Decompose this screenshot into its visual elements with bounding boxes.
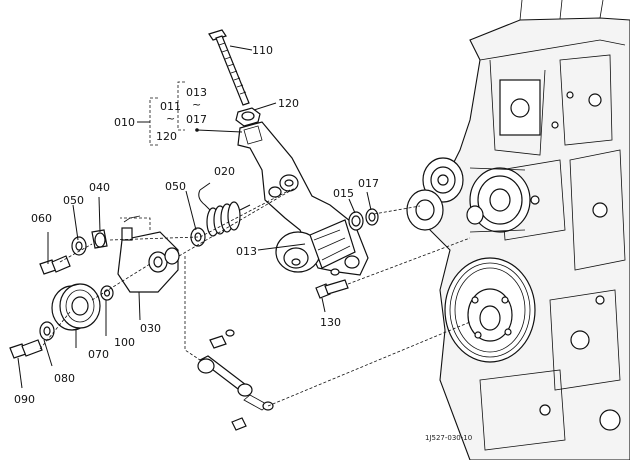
callout-020: 020	[214, 165, 235, 178]
callout-013: 013	[236, 245, 257, 258]
callout-013-range-start: 013	[186, 86, 207, 99]
engine-upper-pulleys	[406, 157, 531, 233]
washer-080	[39, 321, 55, 341]
callout-015: 015	[333, 187, 354, 200]
callout-070: 070	[88, 348, 109, 361]
range-tilde: ~	[166, 112, 175, 125]
callout-050: 050	[165, 180, 186, 193]
bolt-110	[208, 29, 250, 106]
callout-010: 010	[114, 116, 135, 129]
assembly-brackets	[137, 81, 243, 146]
gasket-015	[348, 211, 364, 231]
leader-lines	[17, 45, 471, 407]
callout-017-range-end: 017	[186, 113, 207, 126]
callout-120: 120	[278, 97, 299, 110]
callout-030: 030	[140, 322, 161, 335]
leader-dot	[195, 128, 199, 132]
drawing-code: 1J527-030-10	[425, 434, 472, 442]
washer-050-left	[71, 236, 87, 256]
callout-130: 130	[320, 316, 341, 329]
washer-100	[100, 285, 114, 301]
callout-040: 040	[89, 181, 110, 194]
spring-020	[198, 189, 251, 237]
callout-090: 090	[14, 393, 35, 406]
crankshaft-pulley	[444, 257, 536, 363]
bolt-090	[9, 339, 43, 359]
callout-011-range-start: 011	[160, 100, 181, 113]
arm-030	[117, 215, 180, 293]
bolt-130	[315, 279, 349, 299]
collar-040	[91, 229, 108, 249]
callout-120-range-end: 120	[156, 130, 177, 143]
adjusting-rod	[197, 329, 274, 431]
idler-pulley-070	[51, 283, 101, 331]
washer-050-upper	[190, 227, 206, 247]
callout-050: 050	[63, 194, 84, 207]
tension-bracket-013	[237, 121, 369, 276]
callout-080: 080	[54, 372, 75, 385]
range-tilde: ~	[192, 98, 201, 111]
callout-110: 110	[252, 44, 273, 57]
callout-100: 100	[114, 336, 135, 349]
ring-017	[365, 208, 379, 226]
nut-120	[235, 107, 261, 127]
bolt-060	[39, 255, 71, 275]
callout-060: 060	[31, 212, 52, 225]
callout-017: 017	[358, 177, 379, 190]
